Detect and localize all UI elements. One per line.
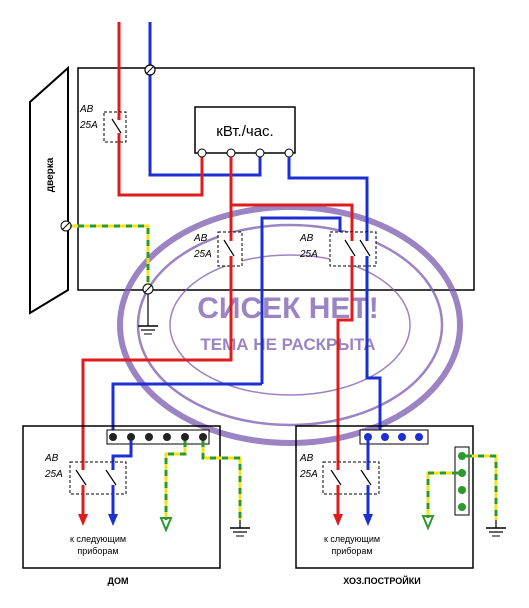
outbuildings-terminal-block [359,429,429,445]
meter-phase-out [229,157,354,232]
outbuildings-phase-arrow [333,514,343,526]
house-neutral-run [111,382,262,437]
outbuildings-next-devices-line1: к следующим [324,534,380,544]
house-phase-arrow [78,514,88,526]
outbuildings-earth-symbol [486,520,506,537]
house-terminal-block [106,429,210,445]
house-feed-breaker-name: АВ [193,233,208,244]
outbuilding-feed-breaker-name: АВ [299,233,314,244]
outbuildings-next-devices-line2: приборам [331,546,372,556]
ground-wire-door [66,224,150,288]
outbuildings-local-breaker [322,461,380,495]
outbuilding-feed-breaker [329,231,377,267]
house-neutral-to-breaker [111,441,133,462]
house-neutral-arrow [108,514,118,526]
meter-terminal-4 [284,148,294,158]
house-next-devices-line1: к следующим [70,534,126,544]
house-ground-arrow [159,517,173,533]
meter-terminal-2 [226,148,236,158]
outbuilding-neutral-run [365,266,382,437]
house-ground-wire [164,441,242,520]
outbuildings-ground-bar [454,446,470,516]
house-panel [22,425,221,569]
house-feed-breaker-rating: 25А [193,249,212,260]
meter-terminal-1 [197,148,207,158]
house-local-breaker-name: АВ [44,453,59,464]
stamp-sub-text: ТЕМА НЕ РАСКРЫТА [200,335,375,354]
main-enclosure [77,67,475,291]
main-breaker-name: АВ [79,104,94,115]
outbuildings-local-breaker-name: АВ [299,453,314,464]
house-earth-symbol [230,520,250,537]
incoming-neutral-wire [148,22,262,177]
outbuildings-neutral-arrow [363,514,373,526]
neutral-to-house [260,216,342,384]
outbuildings-panel-caption: ХОЗ.ПОСТРОЙКИ [343,575,420,586]
outbuildings-ground-wire [426,454,498,520]
house-feed-breaker [217,231,243,267]
outbuilding-phase-run [336,266,354,462]
outbuildings-local-breaker-rating: 25А [299,469,318,480]
stamp: СИСЕК НЕТ! ТЕМА НЕ РАСКРЫТА [117,204,463,446]
house-local-breaker-rating: 25А [44,469,63,480]
door-label: дверка [45,157,56,192]
main-breaker-rating: 25А [79,120,98,131]
outbuilding-feed-breaker-rating: 25А [299,249,318,260]
meter-neutral-out [287,157,369,232]
main-ground-symbol [138,294,158,335]
main-breaker [103,111,127,143]
meter-terminal-3 [255,148,265,158]
house-next-devices-line2: приборам [77,546,118,556]
outbuildings-panel [295,425,474,569]
house-local-breaker [69,461,127,495]
outbuildings-ground-arrow [421,515,435,531]
meter-label: кВт./час. [216,123,273,140]
main-to-meter-phase [117,142,204,197]
energy-meter [194,106,296,154]
house-panel-caption: ДОМ [108,576,129,586]
house-phase-run [81,266,233,462]
door-panel [29,65,69,315]
